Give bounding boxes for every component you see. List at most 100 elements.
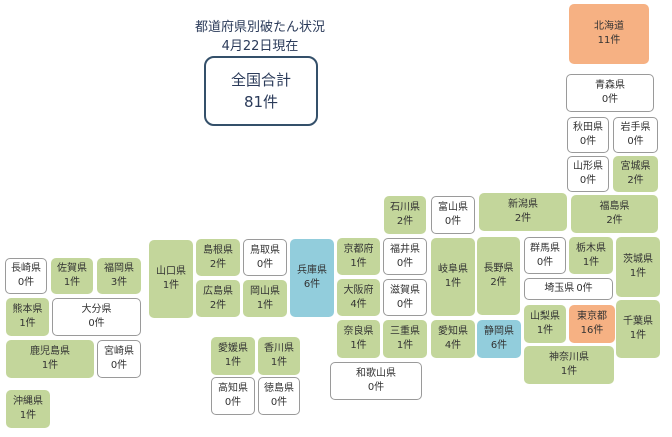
pref-iwate[interactable]: 岩手県 0件	[613, 117, 658, 153]
pref-name: 群馬県	[530, 242, 560, 254]
pref-aichi[interactable]: 愛知県 4件	[431, 320, 475, 358]
pref-name: 徳島県	[264, 383, 294, 394]
pref-aomori[interactable]: 青森県 0件	[566, 74, 654, 112]
pref-count: 0件	[627, 136, 644, 147]
pref-count: 1件	[629, 268, 647, 279]
pref-saitama[interactable]: 埼玉県 0件	[524, 278, 613, 300]
pref-name: 広島県	[203, 285, 233, 297]
pref-fukui[interactable]: 福井県 0件	[383, 238, 427, 275]
pref-count: 1件	[536, 325, 554, 336]
pref-name: 富山県	[438, 202, 468, 213]
pref-akita[interactable]: 秋田県 0件	[567, 117, 609, 153]
pref-okayama[interactable]: 岡山県 1件	[243, 280, 287, 317]
pref-name: 大阪府	[343, 284, 374, 296]
pref-name: 兵庫県	[297, 265, 327, 276]
pref-hiroshima[interactable]: 広島県 2件	[196, 280, 240, 317]
pref-count: 0件	[536, 256, 554, 268]
pref-tochigi[interactable]: 栃木県 1件	[569, 237, 613, 274]
pref-yamagata[interactable]: 山形県 0件	[567, 156, 609, 192]
pref-saga[interactable]: 佐賀県 1件	[51, 258, 93, 294]
pref-count: 2件	[606, 215, 623, 226]
pref-kagawa[interactable]: 香川県 1件	[258, 337, 300, 375]
pref-name: 岡山県	[250, 285, 280, 297]
pref-ishikawa[interactable]: 石川県 2件	[384, 196, 426, 234]
pref-okinawa[interactable]: 沖縄県 1件	[6, 390, 50, 428]
pref-tottori[interactable]: 鳥取県 0件	[243, 239, 287, 276]
pref-tokyo[interactable]: 東京都 16件	[569, 305, 615, 343]
pref-fukuoka[interactable]: 福岡県 3件	[97, 258, 141, 294]
pref-count: 1件	[63, 277, 81, 288]
pref-count: 0件	[256, 258, 274, 270]
pref-yamaguchi[interactable]: 山口県 1件	[149, 240, 193, 318]
pref-name: 宮崎県	[104, 346, 134, 357]
pref-count: 0件	[270, 397, 288, 408]
pref-count: 2件	[490, 277, 507, 288]
pref-count: 1件	[19, 410, 37, 421]
pref-shizuoka[interactable]: 静岡県 6件	[477, 320, 521, 358]
pref-name: 茨城県	[623, 254, 653, 265]
pref-kyoto[interactable]: 京都府 1件	[337, 238, 380, 275]
pref-kagoshima[interactable]: 鹿児島県 1件	[6, 340, 94, 378]
pref-name: 高知県	[218, 383, 248, 394]
pref-gunma[interactable]: 群馬県 0件	[524, 237, 566, 274]
pref-fukushima[interactable]: 福島県 2件	[571, 195, 658, 233]
pref-toyama[interactable]: 富山県 0件	[431, 196, 475, 234]
pref-miyazaki[interactable]: 宮崎県 0件	[97, 340, 141, 378]
pref-count: 1件	[41, 360, 59, 371]
pref-wakayama[interactable]: 和歌山県 0件	[330, 362, 422, 400]
pref-name: 福井県	[390, 243, 420, 255]
pref-count: 0件	[396, 257, 414, 269]
pref-nagano[interactable]: 長野県 2件	[477, 237, 520, 315]
pref-miyagi[interactable]: 宮城県 2件	[613, 156, 658, 192]
pref-count: 0件	[367, 382, 385, 393]
pref-count: 0件	[88, 318, 105, 329]
pref-mie[interactable]: 三重県 1件	[383, 320, 427, 358]
pref-name: 神奈川県	[549, 352, 589, 363]
pref-name: 岐阜県	[438, 264, 468, 275]
pref-gifu[interactable]: 岐阜県 1件	[431, 238, 475, 316]
pref-hokkaido[interactable]: 北海道 11件	[569, 4, 649, 64]
pref-count: 2件	[627, 175, 644, 186]
pref-chiba[interactable]: 千葉県 1件	[616, 300, 660, 358]
pref-count: 0件	[17, 277, 35, 288]
pref-niigata[interactable]: 新潟県 2件	[479, 193, 567, 231]
pref-ibaraki[interactable]: 茨城県 1件	[616, 237, 660, 297]
pref-count: 3件	[110, 277, 128, 288]
pref-tokushima[interactable]: 徳島県 0件	[258, 377, 300, 415]
pref-ehime[interactable]: 愛媛県 1件	[211, 337, 255, 375]
pref-yamanashi[interactable]: 山梨県 1件	[524, 305, 566, 343]
pref-count: 2件	[209, 299, 227, 311]
pref-nara[interactable]: 奈良県 1件	[337, 320, 380, 358]
pref-count: 1件	[350, 340, 367, 351]
pref-osaka[interactable]: 大阪府 4件	[337, 279, 380, 316]
pref-name: 京都府	[343, 243, 374, 255]
pref-shimane[interactable]: 島根県 2件	[196, 239, 240, 276]
pref-name: 愛媛県	[218, 343, 248, 354]
pref-name: 大分県	[81, 304, 112, 315]
pref-name: 栃木県	[576, 242, 606, 254]
pref-hyogo[interactable]: 兵庫県 6件	[290, 239, 334, 317]
pref-nagasaki[interactable]: 長崎県 0件	[5, 258, 47, 294]
pref-name: 滋賀県	[390, 284, 420, 296]
pref-name: 山口県	[156, 266, 186, 277]
pref-count: 0件	[579, 136, 597, 147]
pref-oita[interactable]: 大分県 0件	[52, 298, 141, 336]
pref-name: 島根県	[203, 244, 233, 256]
pref-count: 1件	[582, 256, 600, 268]
pref-name: 愛知県	[438, 326, 468, 337]
pref-count: 0件	[444, 216, 462, 227]
pref-name: 東京都	[577, 311, 607, 322]
pref-count: 2件	[396, 216, 414, 227]
pref-name: 熊本県	[12, 304, 43, 315]
pref-count: 1件	[162, 280, 180, 291]
pref-name: 福岡県	[104, 263, 134, 274]
pref-count: 2件	[514, 213, 532, 224]
pref-count: 2件	[209, 258, 227, 270]
pref-name: 山梨県	[530, 311, 560, 322]
pref-kanagawa[interactable]: 神奈川県 1件	[524, 346, 614, 384]
pref-count: 0件	[396, 298, 414, 310]
pref-count: 1件	[444, 278, 462, 289]
pref-kumamoto[interactable]: 熊本県 1件	[6, 298, 49, 336]
pref-kochi[interactable]: 高知県 0件	[211, 377, 255, 415]
pref-shiga[interactable]: 滋賀県 0件	[383, 279, 427, 316]
